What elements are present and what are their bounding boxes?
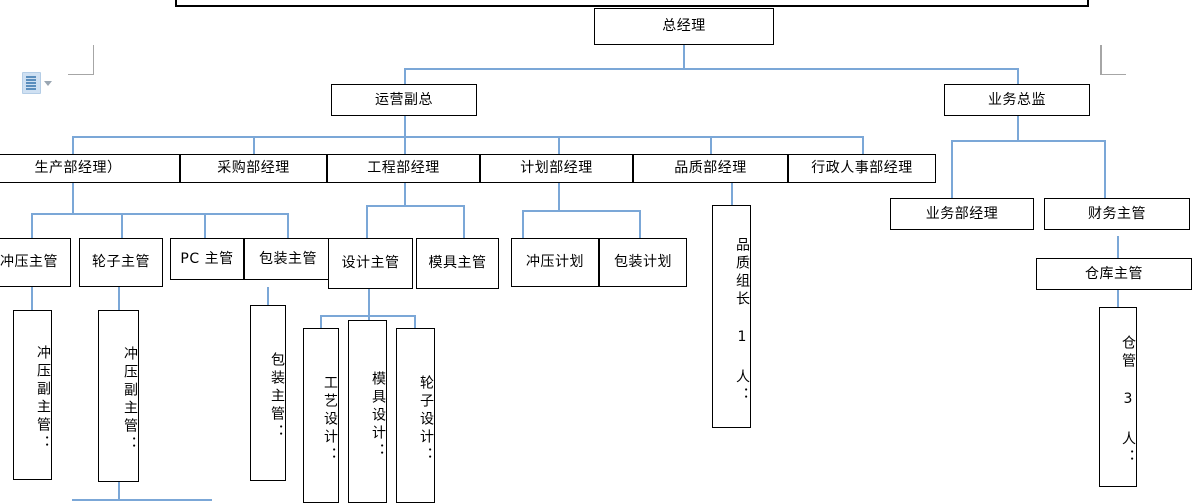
connector-to-pc-supervisor [204,213,206,238]
cutoff-box-left-edge [175,0,177,6]
connector-to-planning-manager [558,136,560,154]
connector-to-engineering-manager [404,136,406,154]
node-finance-supervisor[interactable]: 财务主管 [1044,198,1190,230]
connector-design-bus [320,315,415,317]
connector-planning-down [558,183,560,210]
node-purchasing-manager[interactable]: 采购部经理 [180,154,327,183]
connector-to-wheel-supervisor [121,213,123,238]
node-business-dept-manager[interactable]: 业务部经理 [890,198,1034,230]
connector-to-design-supervisor [366,205,368,238]
connector-to-business-director [1017,68,1019,84]
node-mold-supervisor[interactable]: 模具主管 [416,238,499,289]
node-planning-manager[interactable]: 计划部经理 [480,154,633,183]
node-stamping-plan[interactable]: 冲压计划 [511,238,599,287]
connector-level2-bus [404,68,1019,70]
connector-production-bus [31,213,288,215]
node-production-manager[interactable]: 生产部经理） [0,154,180,183]
connector-to-operations-vp [404,68,406,84]
connector-to-quality-manager [710,136,712,154]
connector-to-mold-supervisor [463,205,465,238]
node-wheel-supervisor[interactable]: 轮子主管 [79,238,163,287]
node-packaging-supervisor[interactable]: 包装主管 [244,238,332,280]
connector-quality-down [731,183,733,205]
connector-business-director-down [1017,116,1019,140]
text-boundary-marker-left [68,45,94,75]
node-engineering-manager[interactable]: 工程部经理 [327,154,480,183]
connector-to-production-manager [72,136,74,154]
connector-packaging-supervisor-down [267,287,269,310]
connector-bottom-cutoff-bus [72,499,212,501]
node-design-supervisor[interactable]: 设计主管 [328,238,413,289]
connector-wheel-supervisor-down [118,287,120,310]
connector-business-bus [951,140,1106,142]
connector-to-purchasing-manager [253,136,255,154]
connector-engineering-bus [366,205,464,207]
connector-operations-vp-down [404,116,406,136]
node-warehouse-staff[interactable]: 仓管 3 人： [1099,307,1137,487]
node-wheel-design[interactable]: 轮子设计： [396,328,435,503]
text-boundary-marker-right [1100,45,1126,75]
node-stamping-deputy-2[interactable]: 冲压副主管： [98,310,139,482]
node-operations-vp[interactable]: 运营副总 [331,84,477,116]
node-pc-supervisor[interactable]: PC 主管 [170,238,244,280]
connector-to-wheel-design [414,315,416,328]
connector-to-stamping-plan [522,210,524,238]
connector-level3-bus [72,136,862,138]
connector-to-business-dept-manager [951,140,953,198]
connector-warehouse-down [1117,285,1119,307]
node-business-director[interactable]: 业务总监 [944,84,1090,116]
connector-to-packaging-supervisor [287,213,289,238]
connector-gm-down [683,45,685,68]
paste-document-icon [22,72,41,94]
node-quality-manager[interactable]: 品质部经理 [633,154,788,183]
node-packaging-sub[interactable]: 包装主管： [250,305,286,481]
connector-to-hr-manager [862,136,864,154]
connector-stamping-supervisor-down [31,287,33,310]
connector-to-packaging-plan [639,210,641,238]
connector-to-finance-supervisor [1104,140,1106,198]
node-mold-design[interactable]: 模具设计： [348,320,387,503]
node-quality-leader[interactable]: 品质组长 1 人： [712,205,751,428]
connector-engineering-down [404,183,406,205]
caret-down-icon [44,80,52,86]
connector-production-down [72,183,74,213]
connector-design-supervisor-down [368,289,370,315]
node-hr-admin-manager[interactable]: 行政人事部经理 [788,154,936,183]
connector-finance-down [1117,236,1119,258]
node-stamping-deputy-1[interactable]: 冲压副主管： [13,310,52,480]
node-general-manager[interactable]: 总经理 [594,8,774,45]
connector-to-stamping-supervisor [31,213,33,238]
connector-to-process-design [320,315,322,328]
connector-stamping-deputy-2-down [118,481,120,499]
paste-options-button[interactable] [22,72,52,94]
node-process-design[interactable]: 工艺设计： [303,328,339,503]
connector-planning-bus [522,210,640,212]
cutoff-box-right-edge [1087,0,1089,6]
cutoff-box-bottom-edge [175,5,1089,7]
node-stamping-supervisor[interactable]: 冲压主管 [0,238,71,287]
node-warehouse-supervisor[interactable]: 仓库主管 [1036,258,1192,290]
node-packaging-plan[interactable]: 包装计划 [599,238,687,287]
